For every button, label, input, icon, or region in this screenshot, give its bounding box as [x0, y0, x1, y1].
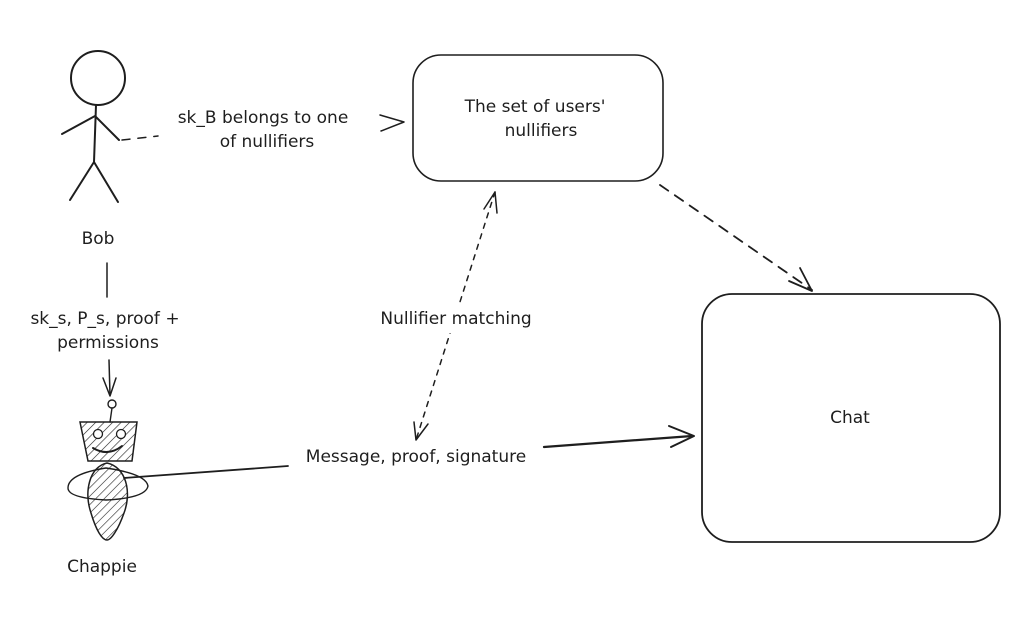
chappie-to-chat-arrowhead — [668, 425, 695, 448]
nullifier-matching-label-bg — [372, 305, 540, 333]
bob-stick-figure[interactable] — [61, 50, 126, 203]
bob-label: Bob — [82, 229, 115, 249]
chat-box[interactable] — [701, 293, 1001, 543]
nullifier-set-box[interactable] — [412, 54, 664, 182]
bob-head — [70, 50, 126, 106]
bob-to-chappie-arrowhead — [102, 377, 117, 397]
chappie-antenna-tip — [107, 399, 117, 409]
chappie-eye-left — [92, 428, 104, 440]
bob-to-set-dashed-line — [121, 135, 159, 141]
nullifier-matching-label: Nullifier matching — [380, 309, 531, 329]
chappie-label: Chappie — [67, 557, 137, 577]
chappie-arms-ellipse — [67, 467, 149, 501]
set-to-chat-dashed-line — [659, 184, 813, 291]
nullifier-matching-arrowhead-bottom — [413, 421, 429, 441]
bob-body — [93, 104, 97, 163]
chappie-to-chat-line-left — [123, 465, 289, 479]
chappie-antenna — [109, 407, 113, 423]
chappie-body — [87, 462, 129, 541]
bob-arms — [61, 115, 120, 141]
nullifier-set-label-line2: nullifiers — [505, 121, 578, 141]
chat-label: Chat — [830, 408, 870, 428]
chappie-to-chat-label: Message, proof, signature — [306, 447, 526, 467]
nullifier-set-label-line1: The set of users' — [464, 97, 606, 117]
bob-to-set-arrowhead — [379, 114, 405, 132]
nullifier-matching-arrowhead-top — [483, 191, 498, 214]
bob-to-chappie-label-line2: permissions — [57, 333, 159, 353]
chappie-head — [79, 421, 138, 462]
bob-to-set-label-line1: sk_B belongs to one — [178, 108, 349, 128]
bob-to-chappie-label-line1: sk_s, P_s, proof + — [30, 309, 179, 329]
chappie-eye-right — [115, 428, 127, 440]
set-to-chat-arrowhead — [788, 267, 813, 292]
nullifier-matching-dashed-line — [415, 191, 496, 441]
bob-to-chappie-line-bottom — [108, 359, 111, 396]
chappie-to-chat-line-right — [542, 434, 694, 449]
bob-legs — [69, 161, 119, 203]
bob-to-set-label-line2: of nullifiers — [220, 132, 315, 152]
chappie-robot[interactable] — [67, 399, 149, 541]
chappie-smile — [92, 445, 123, 453]
